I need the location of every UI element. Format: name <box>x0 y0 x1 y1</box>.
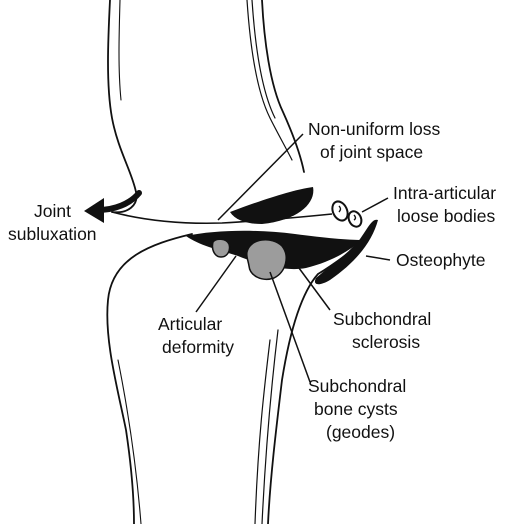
loose-bodies <box>331 200 363 228</box>
leader-joint-space <box>217 133 304 221</box>
femur-cortex-line <box>251 0 276 119</box>
articular-deformity-mark <box>211 238 231 258</box>
label-joint-space: of joint space <box>320 142 423 162</box>
femur-left-outline <box>107 0 138 214</box>
subluxation-arrow <box>84 190 142 223</box>
femur-cortex-line <box>246 0 293 161</box>
arrow-head-icon <box>84 198 104 223</box>
tibia-cortex-line <box>254 339 271 524</box>
label-sclerosis: Subchondral <box>333 309 431 329</box>
label-cysts: Subchondral <box>308 376 406 396</box>
label-loose-bodies: Intra-articular <box>393 183 496 203</box>
label-deformity: deformity <box>162 337 234 357</box>
leader-deformity <box>195 255 237 313</box>
label-loose-bodies: loose bodies <box>397 206 496 226</box>
tibia-cortex-line <box>117 359 142 524</box>
label-cysts: (geodes) <box>326 422 395 442</box>
joint-line <box>111 211 333 225</box>
tibia-cortex-line <box>261 329 279 524</box>
label-cysts: bone cysts <box>314 399 398 419</box>
arrow-curve <box>95 190 142 213</box>
femur-cortex-line <box>118 0 122 101</box>
label-sclerosis: sclerosis <box>352 332 420 352</box>
labels: Non-uniform loss of joint space Intra-ar… <box>8 119 496 442</box>
leader-loose-bodies <box>361 197 389 213</box>
label-subluxation: Joint <box>34 201 71 221</box>
femur <box>107 0 305 214</box>
label-deformity: Articular <box>158 314 222 334</box>
tibia-left-outline <box>106 233 193 524</box>
label-subluxation: subluxation <box>8 224 97 244</box>
leader-lines <box>195 133 391 383</box>
osteophyte <box>314 219 378 285</box>
subchondral-cyst <box>246 239 287 280</box>
leader-sclerosis <box>295 263 331 311</box>
label-joint-space: Non-uniform loss <box>308 119 441 139</box>
label-osteophyte: Osteophyte <box>396 250 486 270</box>
leader-cysts <box>269 271 311 383</box>
leader-osteophyte <box>365 255 391 261</box>
femoral-sclerosis-cap <box>230 187 314 224</box>
femur-right-outline <box>261 0 305 173</box>
